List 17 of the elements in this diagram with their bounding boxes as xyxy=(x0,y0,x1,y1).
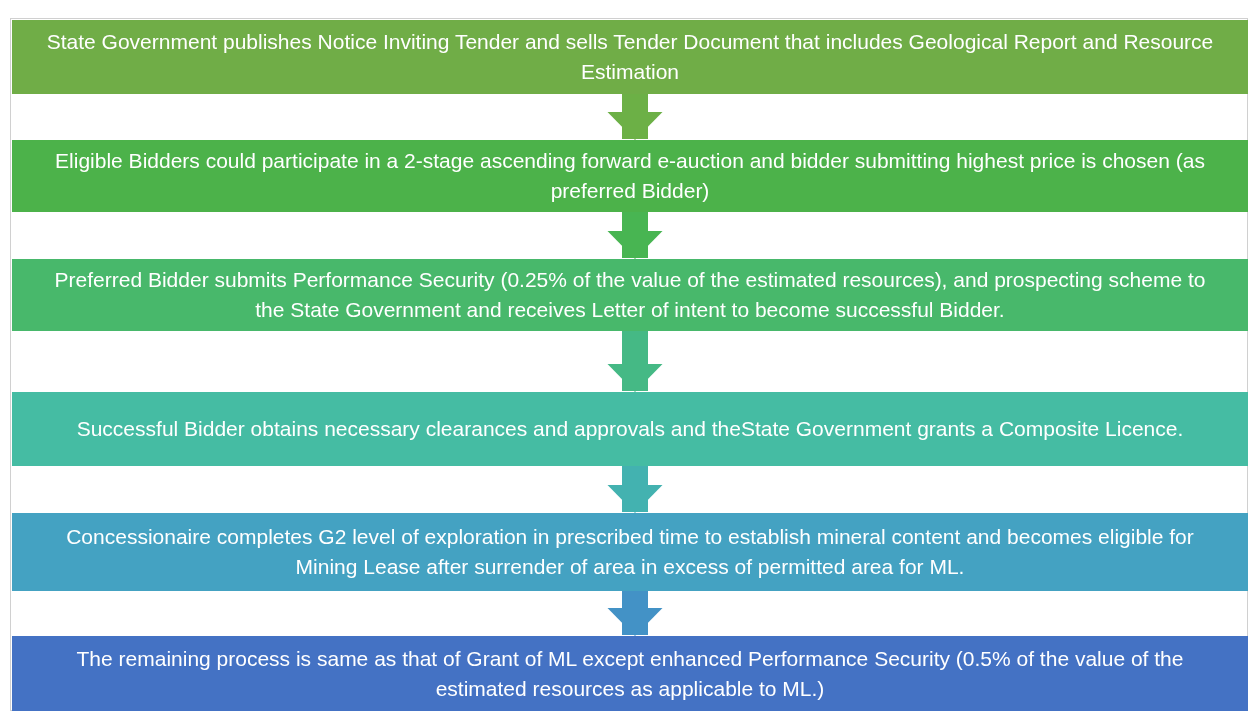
down-arrow xyxy=(607,591,663,636)
down-arrow xyxy=(607,212,663,259)
down-arrow xyxy=(607,94,663,140)
process-band xyxy=(12,20,1248,94)
step-text: Concessionaire completes G2 level of exploration in prescribed time to establish mineral content and becomes eligible for Mining Lease after surrender of area in excess of permitted area for ML. xyxy=(65,524,1195,580)
down-arrow xyxy=(607,466,663,513)
process-band xyxy=(12,636,1248,711)
step-text: The remaining process is same as that of Grant of ML except enhanced Performance Security (0.5% of the value of the estimated resources as applicable to ML.) xyxy=(75,645,1185,702)
step-text: Successful Bidder obtains necessary clearances and approvals and theState Government grants a Composite Licence. xyxy=(76,416,1184,442)
process-band xyxy=(12,513,1248,591)
process-band xyxy=(12,392,1248,466)
down-arrow xyxy=(607,331,663,392)
process-band xyxy=(12,140,1248,212)
step-text: Preferred Bidder submits Performance Security (0.25% of the value of the estimated resources), and prospecting scheme to the State Government and receives Letter of intent to become successful Bidder. xyxy=(53,267,1207,323)
step-text: State Government publishes Notice Inviting Tender and sells Tender Document that includes Geological Report and Resource Estimation xyxy=(45,29,1215,85)
process-band xyxy=(12,259,1248,331)
step-text: Eligible Bidders could participate in a 2-stage ascending forward e-auction and bidder submitting highest price is chosen (as preferred Bidder) xyxy=(54,148,1206,204)
